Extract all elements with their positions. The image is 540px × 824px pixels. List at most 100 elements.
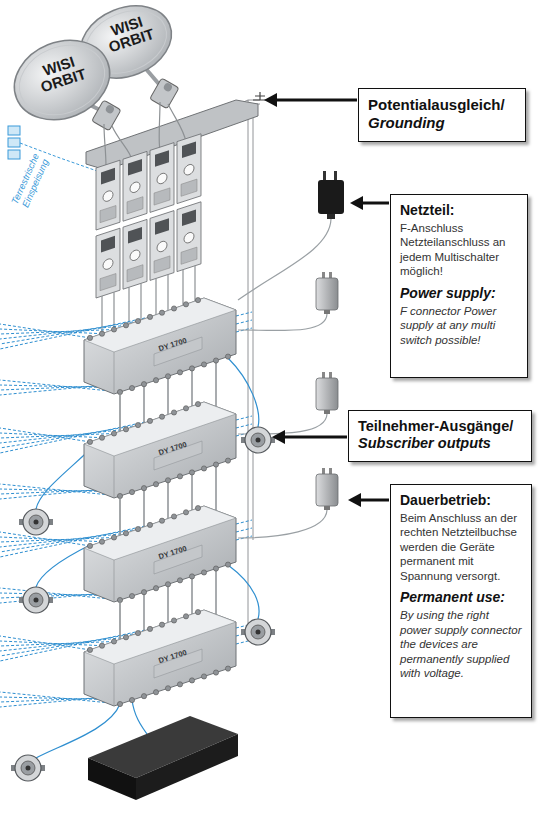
f-port xyxy=(87,335,92,340)
f-port xyxy=(201,466,206,471)
f-port xyxy=(183,510,188,515)
terrestrial-feed xyxy=(8,126,100,172)
f-port xyxy=(177,370,182,375)
f-port xyxy=(99,539,104,544)
f-port xyxy=(129,489,134,494)
callout-heading: Permanent use: xyxy=(400,589,522,606)
f-port xyxy=(153,690,158,695)
multiswitch: DY 1700 xyxy=(80,400,238,500)
f-port xyxy=(129,593,134,598)
power-cables xyxy=(238,219,331,538)
f-port xyxy=(87,647,92,652)
callout-box: Potentialausgleich/Grounding xyxy=(358,88,526,142)
f-port xyxy=(183,614,188,619)
f-port xyxy=(123,323,128,328)
f-port xyxy=(111,639,116,644)
f-port xyxy=(147,626,152,631)
f-port xyxy=(117,389,122,394)
f-port xyxy=(165,686,170,691)
subscriber-cables xyxy=(36,358,259,758)
multiswitch-edge xyxy=(114,456,115,498)
power-adapter-black xyxy=(318,171,344,219)
f-port xyxy=(189,574,194,579)
callout-heading: Netzteil: xyxy=(400,202,518,219)
f-port xyxy=(165,374,170,379)
f-port xyxy=(141,382,146,387)
f-port xyxy=(141,486,146,491)
f-port xyxy=(123,531,128,536)
f-port xyxy=(225,354,230,359)
f-port xyxy=(99,643,104,648)
f-port xyxy=(111,535,116,540)
dish-rim xyxy=(9,33,115,127)
callout-heading: Teilnehmer-Ausgänge/ xyxy=(358,418,522,435)
callout-heading: Power supply: xyxy=(400,285,518,302)
f-port xyxy=(153,586,158,591)
callout-box: Teilnehmer-Ausgänge/Subscriber outputs xyxy=(348,410,532,462)
multiswitch: DY 1700 xyxy=(80,608,238,708)
multiswitch: DY 1700 xyxy=(80,504,238,604)
multiswitch-edge xyxy=(114,352,115,394)
f-port xyxy=(159,622,164,627)
f-port xyxy=(153,482,158,487)
f-port xyxy=(117,493,122,498)
f-port xyxy=(147,522,152,527)
f-port xyxy=(87,543,92,548)
cascade-cable xyxy=(119,600,121,639)
f-port xyxy=(111,431,116,436)
f-port xyxy=(171,306,176,311)
f-port xyxy=(225,666,230,671)
f-port xyxy=(123,427,128,432)
f-port xyxy=(213,358,218,363)
f-port xyxy=(111,327,116,332)
f-port xyxy=(129,697,134,702)
f-port xyxy=(165,478,170,483)
f-port xyxy=(195,610,200,615)
f-port xyxy=(117,701,122,706)
callout-heading: Subscriber outputs xyxy=(358,435,522,452)
lnb xyxy=(150,78,179,109)
f-port xyxy=(99,331,104,336)
callout-text: Beim Anschluss an der rechten Netzteilbu… xyxy=(400,511,522,584)
f-port xyxy=(141,590,146,595)
f-port xyxy=(165,582,170,587)
f-port xyxy=(195,402,200,407)
multiswitch-body xyxy=(84,298,236,394)
callout-text: By using the right power supply connecto… xyxy=(400,608,522,681)
f-port xyxy=(159,310,164,315)
f-port xyxy=(153,378,158,383)
f-port xyxy=(201,570,206,575)
f-port xyxy=(201,362,206,367)
feed-label: Terrestrische Einspeisung xyxy=(7,147,53,214)
f-port xyxy=(177,682,182,687)
cascade-cable xyxy=(119,392,121,431)
multiswitch-body xyxy=(84,506,236,602)
f-port xyxy=(135,423,140,428)
callout-text: F-Anschluss Netzteilanschluss an jedem M… xyxy=(400,221,518,279)
f-port xyxy=(177,474,182,479)
f-port xyxy=(147,314,152,319)
f-port xyxy=(171,618,176,623)
f-port xyxy=(171,410,176,415)
callout-text: F connector Power supply at any multi sw… xyxy=(400,304,518,348)
cascade-cable xyxy=(119,496,121,535)
f-port xyxy=(147,418,152,423)
f-port xyxy=(225,562,230,567)
f-port xyxy=(213,566,218,571)
f-port xyxy=(195,298,200,303)
lnb xyxy=(92,100,121,131)
f-port xyxy=(159,518,164,523)
dish-reflector xyxy=(2,26,121,133)
f-port xyxy=(195,506,200,511)
f-port xyxy=(171,514,176,519)
f-port xyxy=(183,302,188,307)
callout-heading: Grounding xyxy=(368,114,516,132)
f-port xyxy=(213,462,218,467)
f-port xyxy=(177,578,182,583)
callout-box: Netzteil: F-Anschluss Netzteilanschluss a… xyxy=(390,194,528,378)
callout-box: Dauerbetrieb:Beim Anschluss an der recht… xyxy=(390,484,532,718)
f-port xyxy=(201,674,206,679)
